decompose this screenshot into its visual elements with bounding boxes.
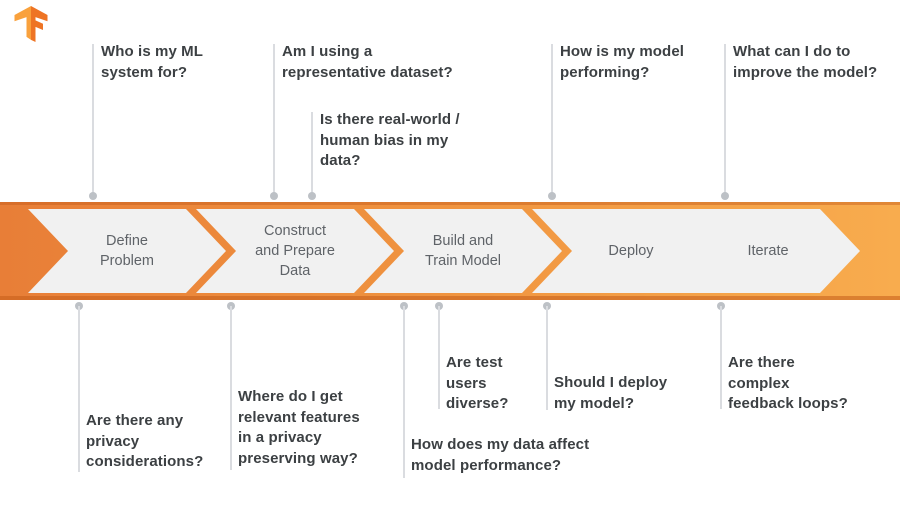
question-bottom-should-deploy: Should I deploy my model? xyxy=(554,374,668,412)
connector-dot-top-2 xyxy=(270,192,278,200)
question-top-who-is-system-for: Who is my ML system for? xyxy=(101,43,204,81)
workflow-banner: Define Problem Construct and Prepare Dat… xyxy=(0,202,900,300)
stage-label-define-problem: Define Problem xyxy=(100,233,154,269)
connector-line-bottom-6 xyxy=(720,306,722,409)
stage-define-problem: Define Problem xyxy=(28,209,226,293)
question-bottom-privacy-considerations: Are there any privacy considerations? xyxy=(86,412,204,471)
stage-build-train-model: Build and Train Model xyxy=(364,209,562,293)
tf-logo-left-face xyxy=(14,6,31,40)
stage-label-build-train-model: Build and Train Model xyxy=(424,233,502,269)
connector-line-top-4 xyxy=(551,44,553,196)
connector-line-top-3 xyxy=(311,112,313,196)
stage-label-iterate: Iterate xyxy=(747,243,789,259)
connector-dot-top-3 xyxy=(308,192,316,200)
connector-line-bottom-1 xyxy=(78,306,80,472)
stage-label-deploy: Deploy xyxy=(608,243,654,259)
question-top-model-performing: How is my model performing? xyxy=(560,43,685,81)
question-bottom-test-users-diverse: Are test users diverse? xyxy=(446,354,509,413)
stage-label-construct-prepare-data: Construct and Prepare Data xyxy=(255,223,335,279)
tensorflow-logo-icon xyxy=(14,6,48,42)
question-bottom-relevant-features: Where do I get relevant features in a pr… xyxy=(238,388,360,468)
tf-logo-right-face xyxy=(31,6,48,42)
connector-line-top-2 xyxy=(273,44,275,196)
connector-dot-top-4 xyxy=(548,192,556,200)
connector-line-bottom-3 xyxy=(403,306,405,478)
question-bottom-feedback-loops: Are there complex feedback loops? xyxy=(728,354,848,413)
question-top-improve-model: What can I do to improve the model? xyxy=(733,43,878,81)
connector-line-top-1 xyxy=(92,44,94,196)
connector-line-bottom-2 xyxy=(230,306,232,470)
connector-dot-top-5 xyxy=(721,192,729,200)
question-top-real-world-bias: Is there real-world / human bias in my d… xyxy=(320,111,460,170)
question-top-representative-dataset: Am I using a representative dataset? xyxy=(282,43,453,81)
connector-line-bottom-5 xyxy=(546,306,548,410)
question-bottom-data-affect-performance: How does my data affect model performanc… xyxy=(411,436,590,474)
connector-line-bottom-4 xyxy=(438,306,440,409)
connector-dot-top-1 xyxy=(89,192,97,200)
connector-line-top-5 xyxy=(724,44,726,196)
